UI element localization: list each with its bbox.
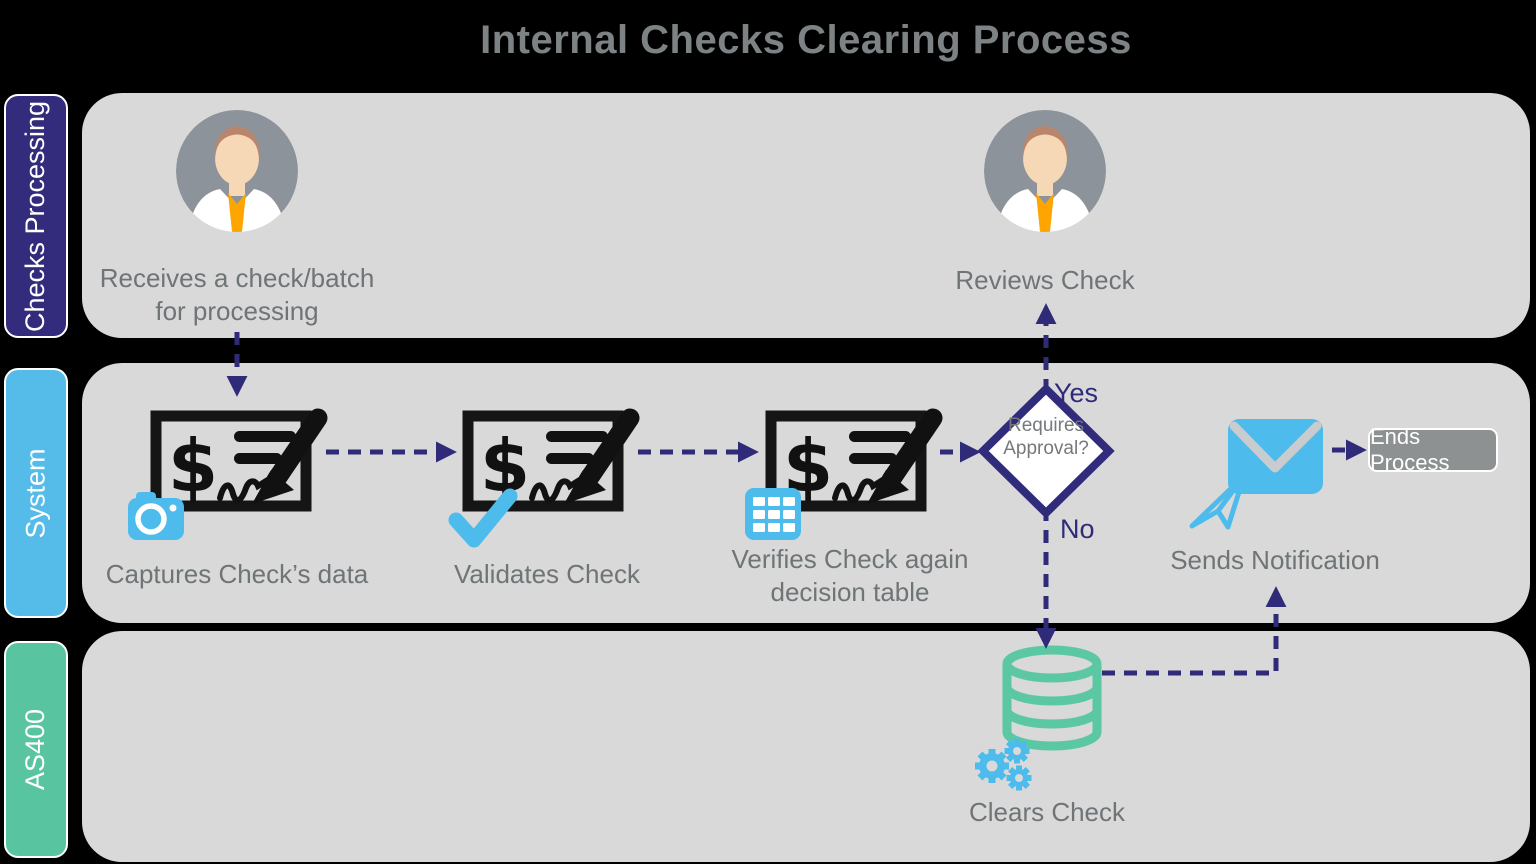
lane-label-text: System bbox=[20, 447, 51, 539]
checkmark-icon bbox=[448, 488, 518, 548]
paper-plane-icon bbox=[1189, 473, 1247, 530]
person-avatar-icon bbox=[984, 110, 1106, 232]
decision-table-icon bbox=[745, 488, 801, 540]
svg-text:$: $ bbox=[168, 424, 218, 508]
database-icon bbox=[975, 645, 1102, 791]
task-label-reviews: Reviews Check bbox=[955, 265, 1135, 295]
person-avatar-icon bbox=[176, 110, 298, 232]
task-label-verifies: Verifies Check again decision table bbox=[731, 544, 969, 607]
task-label-clears: Clears Check bbox=[968, 797, 1126, 827]
decision-label: Requires Approval? bbox=[1003, 415, 1089, 459]
task-label-receives: Receives a check/batch for processing bbox=[99, 263, 375, 326]
gears-icon bbox=[975, 738, 1032, 791]
lane-label-checks-processing: Checks Processing bbox=[4, 94, 68, 338]
envelope-icon bbox=[1189, 419, 1323, 530]
lane-as400 bbox=[82, 631, 1530, 862]
check-document-icon: $ bbox=[128, 408, 328, 540]
end-node: Ends Process bbox=[1368, 424, 1498, 475]
lane-label-text: AS400 bbox=[20, 708, 51, 791]
branch-label-yes: Yes bbox=[1054, 378, 1099, 408]
camera-icon bbox=[128, 492, 184, 540]
lane-checks-processing bbox=[82, 93, 1530, 338]
lane-label-as400: AS400 bbox=[4, 641, 68, 858]
end-node-label: Ends Process bbox=[1370, 424, 1450, 475]
check-document-icon: $ bbox=[448, 408, 640, 548]
check-document-icon: $ bbox=[745, 408, 943, 540]
task-label-validates: Validates Check bbox=[454, 559, 640, 589]
page-title: Internal Checks Clearing Process bbox=[480, 18, 1132, 62]
branch-label-no: No bbox=[1060, 514, 1095, 544]
lane-label-text: Checks Processing bbox=[20, 100, 51, 332]
task-label-sends: Sends Notification bbox=[1170, 545, 1380, 575]
lane-label-system: System bbox=[4, 368, 68, 618]
task-label-captures: Captures Check’s data bbox=[105, 559, 369, 589]
